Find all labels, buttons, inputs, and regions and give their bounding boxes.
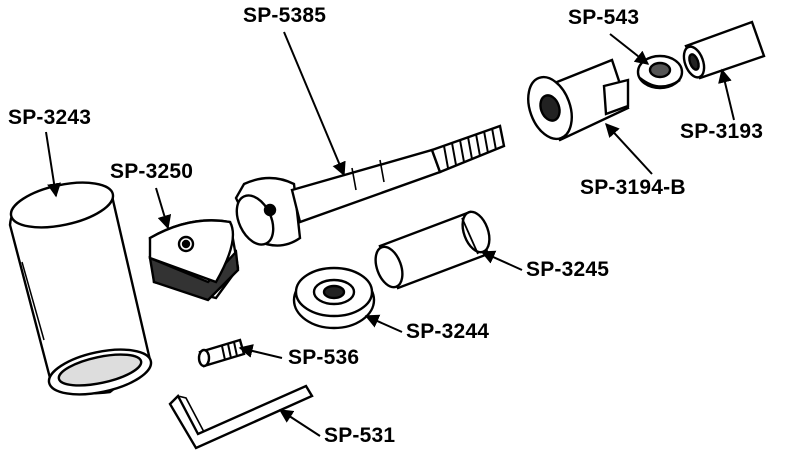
leader-lines [45, 31, 735, 437]
label-sp3193: SP-3193 [680, 120, 764, 143]
label-sp3250: SP-3250 [110, 160, 194, 183]
leader-sp3244 [364, 314, 403, 333]
part-sp3250-block [148, 219, 240, 302]
part-sp3244-bearing [292, 266, 376, 330]
leader-sp3250 [155, 187, 172, 230]
leader-sp3194b [605, 122, 653, 175]
label-sp5385: SP-5385 [243, 4, 327, 27]
part-sp3245-sleeve [374, 210, 491, 290]
leader-sp3245 [480, 250, 523, 271]
label-sp543: SP-543 [568, 6, 640, 29]
leader-sp5385 [283, 31, 346, 177]
leader-sp531 [278, 409, 321, 437]
leader-sp543 [609, 33, 650, 65]
label-sp3244: SP-3244 [406, 320, 490, 343]
leader-sp3243 [45, 131, 61, 198]
label-sp3245: SP-3245 [526, 258, 610, 281]
label-sp536: SP-536 [288, 346, 360, 369]
part-sp3193-pin [682, 20, 766, 80]
label-sp3243: SP-3243 [8, 106, 92, 129]
label-sp3194b: SP-3194-B [580, 176, 686, 199]
part-sp5385-shaft [234, 124, 506, 247]
leader-sp536 [238, 344, 283, 359]
part-sp536-screw [197, 338, 246, 368]
label-sp531: SP-531 [324, 424, 396, 447]
leader-sp3193 [718, 68, 735, 121]
part-sp531-hex-key [168, 384, 314, 450]
part-sp3194b-bushing [527, 58, 630, 142]
part-sp3243-sleeve [8, 181, 153, 396]
